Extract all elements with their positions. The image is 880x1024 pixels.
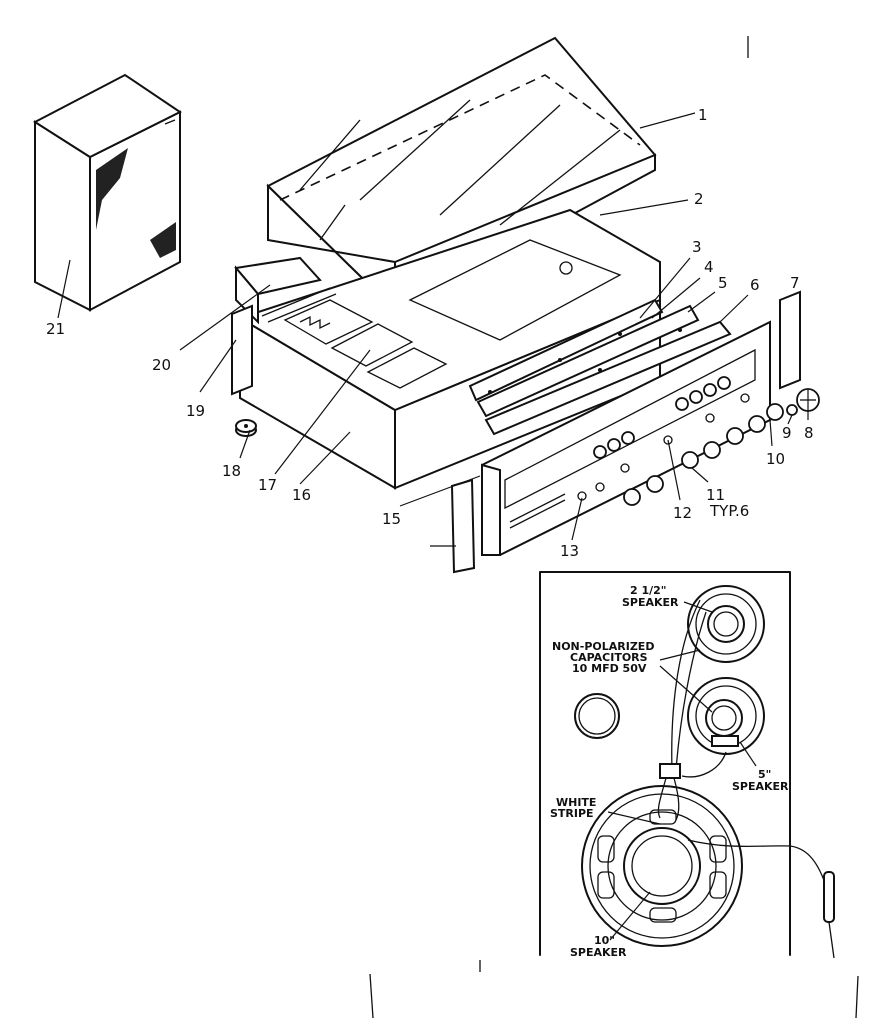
foot-18 bbox=[235, 419, 257, 437]
speaker-wiring-panel bbox=[539, 571, 835, 959]
woofer-word-label: SPEAKER bbox=[570, 946, 627, 959]
tweeter-word-label: SPEAKER bbox=[622, 596, 679, 609]
end-plate bbox=[430, 478, 476, 574]
control-knobs-11 bbox=[577, 376, 784, 506]
callout-21: 21 bbox=[46, 320, 65, 338]
speaker-labels: 2 1/2" SPEAKER NON-POLARIZED CAPACITORS … bbox=[550, 584, 789, 959]
white-stripe-label-1: WHITE bbox=[556, 796, 596, 809]
side-plate-7 bbox=[779, 290, 801, 390]
callout-19: 19 bbox=[186, 402, 205, 420]
side-panel-19 bbox=[231, 256, 322, 396]
mid-speaker bbox=[687, 677, 765, 755]
tweeter-speaker bbox=[687, 585, 765, 663]
callout-12: 12 bbox=[673, 504, 692, 522]
leader-lines bbox=[57, 112, 809, 541]
mid-word-label: SPEAKER bbox=[732, 780, 789, 793]
white-stripe-label-2: STRIPE bbox=[550, 807, 594, 820]
tweeter-size-label: 2 1/2" bbox=[630, 584, 667, 597]
callout-7: 7 bbox=[790, 274, 800, 292]
callout-15: 15 bbox=[382, 510, 401, 528]
capacitors-label-1: NON-POLARIZED bbox=[552, 640, 654, 653]
callout-9: 9 bbox=[782, 424, 792, 442]
scan-marks bbox=[369, 36, 859, 1019]
callout-3: 3 bbox=[692, 238, 702, 256]
callout-typ6: TYP.6 bbox=[709, 502, 749, 520]
woofer-size-label: 10" bbox=[594, 934, 615, 947]
callout-10: 10 bbox=[766, 450, 785, 468]
callout-numbers: 1 2 3 4 5 6 7 8 9 10 11 TYP.6 12 13 15 1… bbox=[46, 106, 814, 560]
callout-11: 11 bbox=[706, 486, 725, 504]
callout-1: 1 bbox=[698, 106, 708, 124]
chassis-plates-3-4-5 bbox=[468, 298, 732, 436]
mid-size-label: 5" bbox=[758, 768, 771, 781]
callout-13: 13 bbox=[560, 542, 579, 560]
callout-16: 16 bbox=[292, 486, 311, 504]
capacitors-label-2: CAPACITORS bbox=[570, 651, 648, 664]
callout-5: 5 bbox=[718, 274, 728, 292]
callout-20: 20 bbox=[152, 356, 171, 374]
speaker-label-leaders bbox=[607, 601, 757, 941]
callout-2: 2 bbox=[694, 190, 704, 208]
callout-17: 17 bbox=[258, 476, 277, 494]
callout-6: 6 bbox=[750, 276, 760, 294]
callout-4: 4 bbox=[704, 258, 714, 276]
capacitors-label-3: 10 MFD 50V bbox=[572, 662, 647, 675]
woofer-speaker bbox=[581, 785, 743, 947]
callout-8: 8 bbox=[804, 424, 814, 442]
speaker-cabinet-21 bbox=[33, 73, 182, 312]
callout-18: 18 bbox=[222, 462, 241, 480]
knob-9 bbox=[786, 404, 798, 416]
